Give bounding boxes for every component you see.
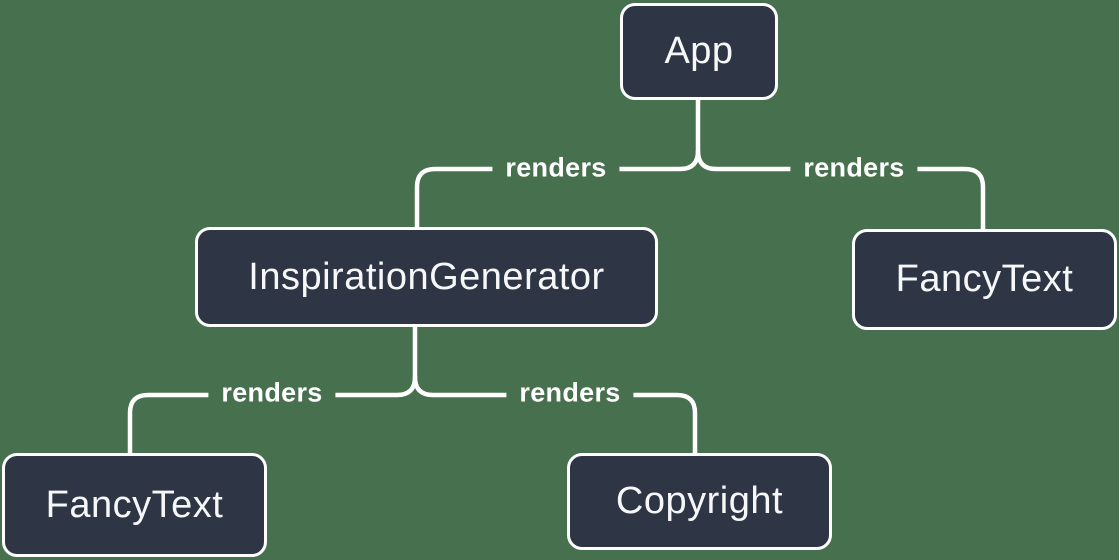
edge-inspiration-generator-to-copyright <box>412 374 698 457</box>
node-app-label: App <box>664 30 734 72</box>
node-fancy-text-bottom-left: FancyText <box>2 453 267 557</box>
edge-label-renders-app-fancy-text: renders <box>790 149 918 187</box>
node-fancy-text-top-right-label: FancyText <box>895 258 1074 300</box>
node-fancy-text-top-right: FancyText <box>852 229 1117 330</box>
edge-label-renders-app-inspiration: renders <box>492 149 620 187</box>
node-copyright-label: Copyright <box>615 480 784 522</box>
edge-app-to-fancy-text <box>695 148 986 233</box>
node-copyright: Copyright <box>567 453 832 550</box>
node-fancy-text-bottom-left-label: FancyText <box>45 483 224 526</box>
node-app: App <box>620 3 778 100</box>
edge-label-renders-inspiration-fancy-text: renders <box>208 374 336 412</box>
node-inspiration-generator: InspirationGenerator <box>195 227 658 327</box>
node-inspiration-generator-label: InspirationGenerator <box>248 255 605 298</box>
edge-label-renders-inspiration-copyright: renders <box>506 374 634 412</box>
